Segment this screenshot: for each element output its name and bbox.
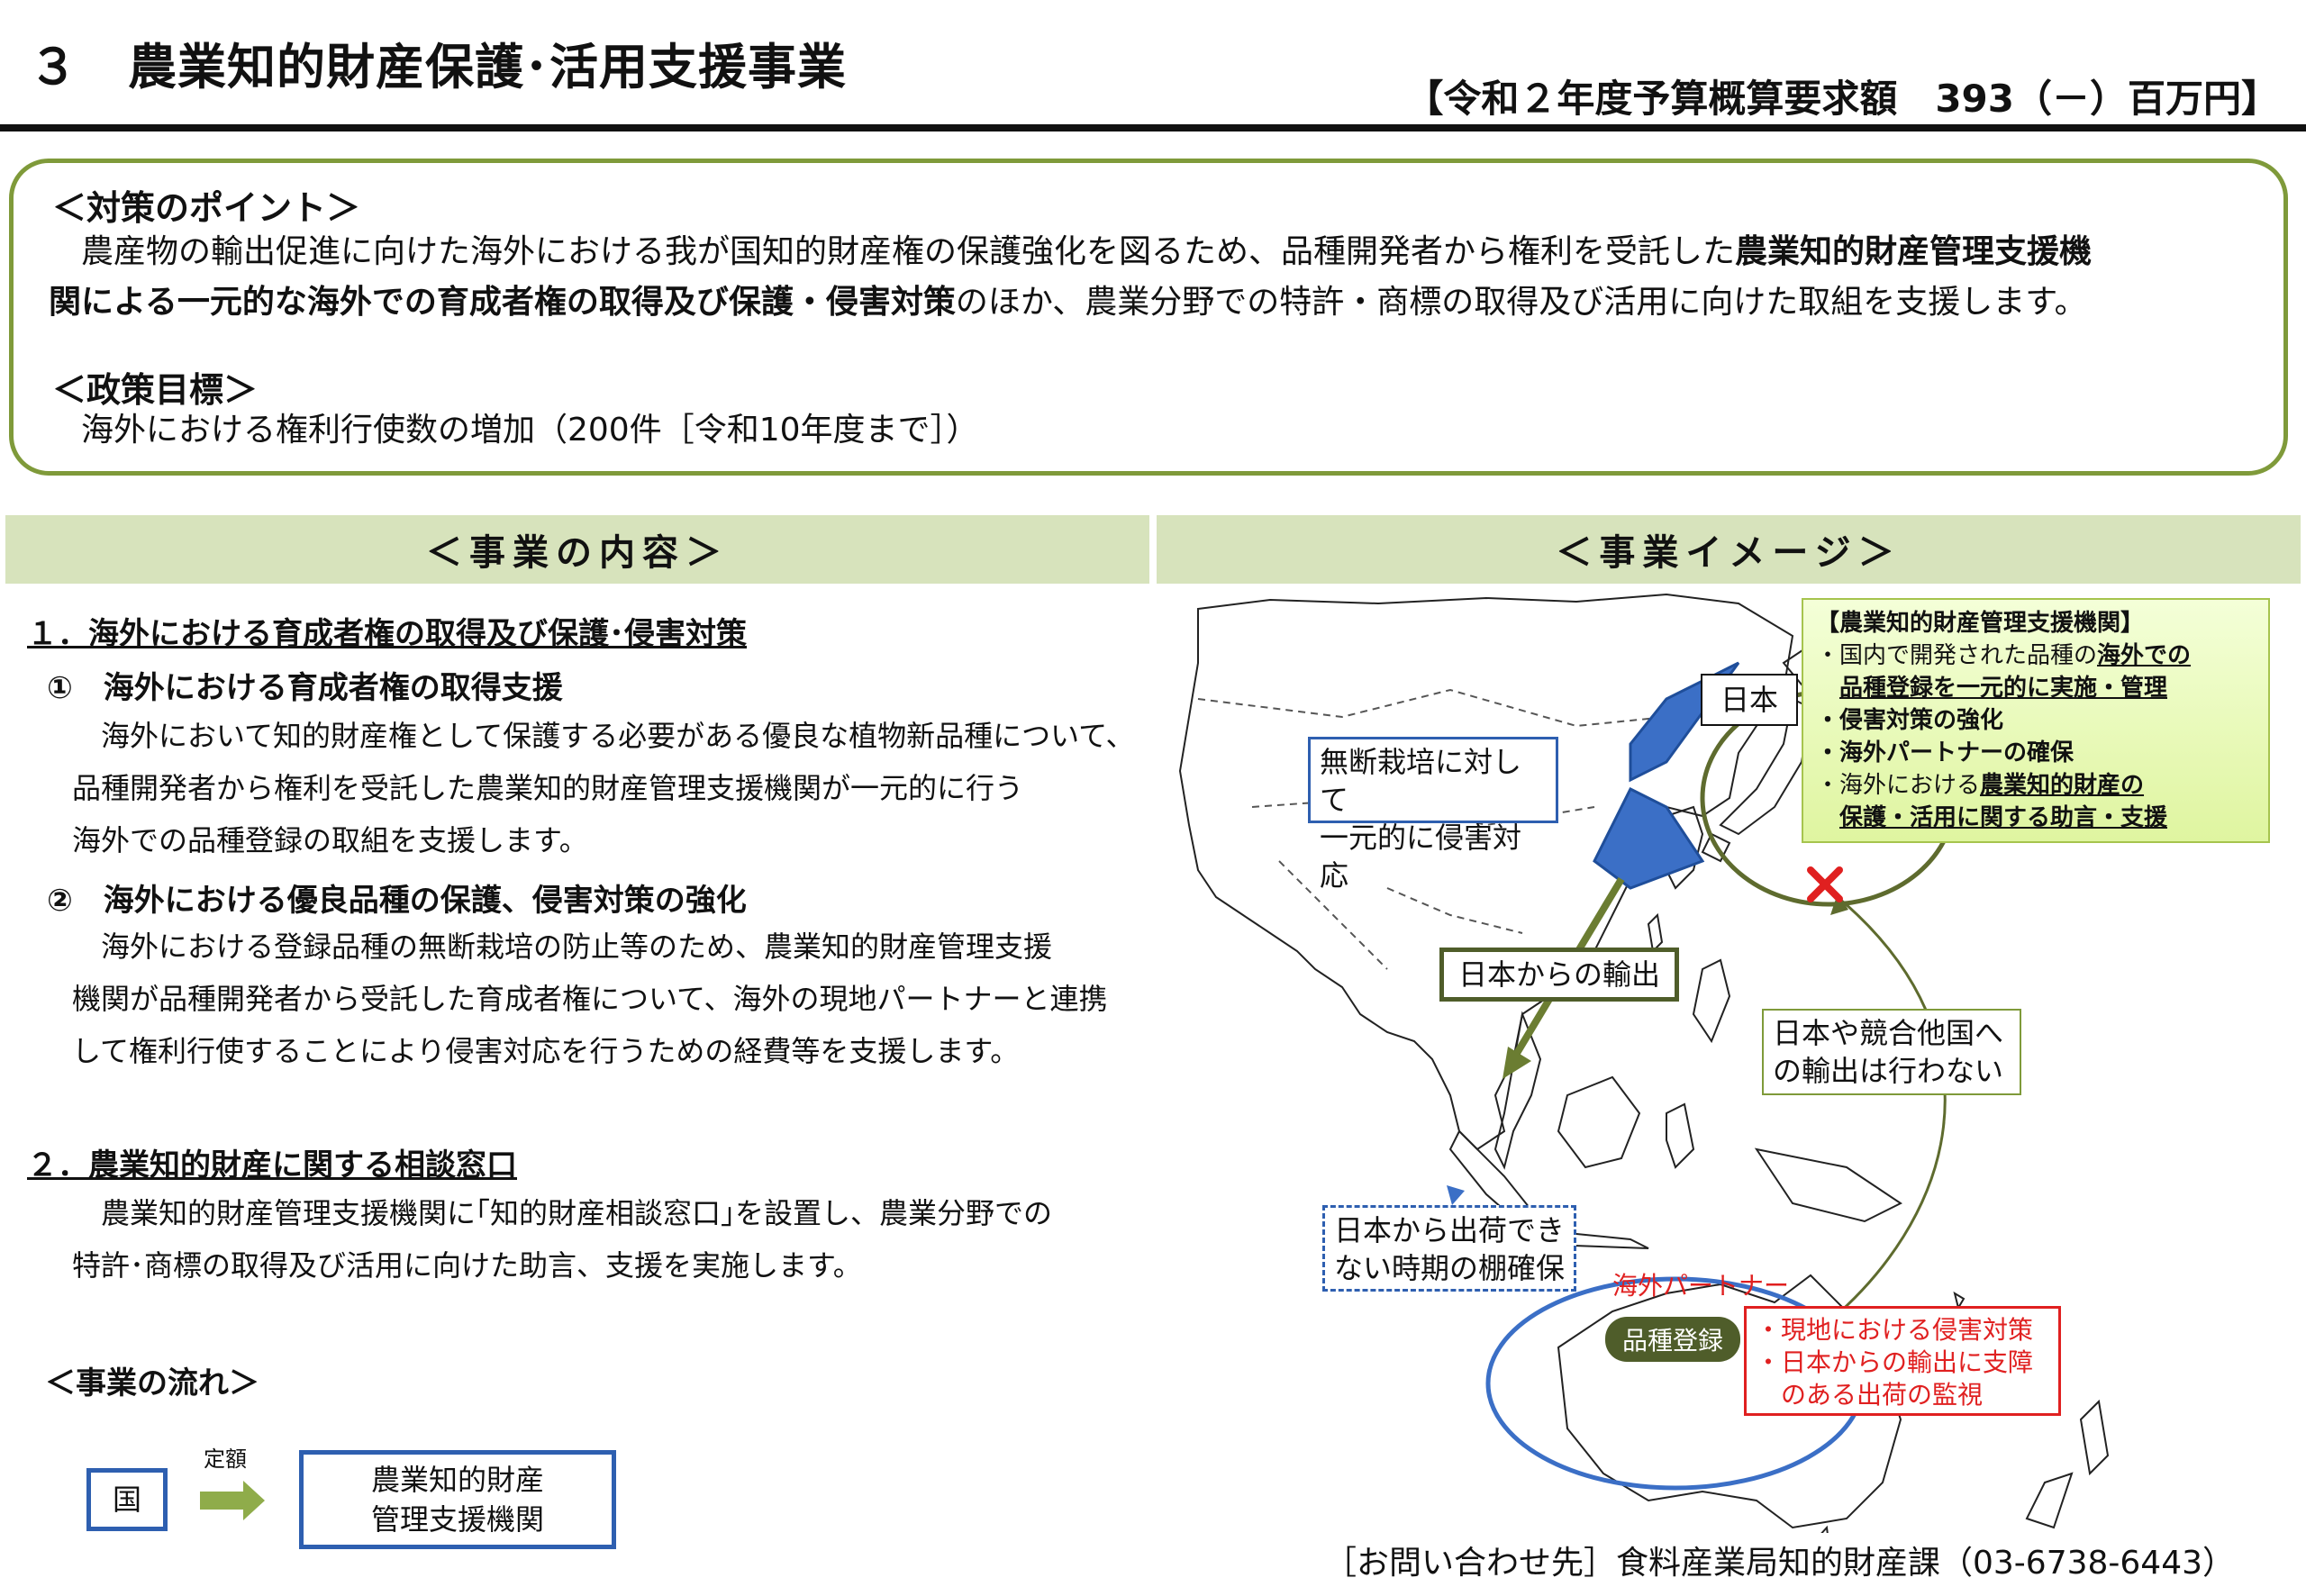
- japan-kyushu: [1701, 832, 1731, 863]
- agency-title: 【農業知的財産管理支援機関】: [1816, 610, 2145, 637]
- flow-to-box: 農業知的財産 管理支援機関: [299, 1450, 616, 1549]
- sub-1-line-2: 品種開発者から権利を受託した農業知的財産管理支援機関が一元的に行う: [72, 771, 1024, 805]
- border-dashed-1: [1197, 688, 1667, 728]
- tasmania-coastline: [1820, 1525, 1829, 1533]
- red-x-icon: [1807, 866, 1843, 902]
- unauthorized-line-2: 一元的に侵害対応: [1320, 821, 1522, 893]
- local-line-3: のある出荷の監視: [1756, 1380, 1984, 1410]
- blue-arrow-south-icon: [1593, 786, 1705, 890]
- points-line-1: 農産物の輸出促進に向けた海外における我が国知的財産権の保護強化を図るため、品種開…: [49, 225, 2092, 279]
- points-line-2-plain: のほか、農業分野での特許・商標の取得及び活用に向けた取組を支援します。: [955, 284, 2087, 321]
- content-section-header: ＜事業の内容＞: [5, 515, 1149, 584]
- borneo-coastline: [1557, 1075, 1641, 1169]
- sub-2-line-1: 海外における登録品種の無断栽培の防止等のため、農業知的財産管理支援: [72, 929, 1053, 964]
- points-heading: ＜対策のポイント＞: [52, 188, 361, 228]
- sulawesi-coastline: [1666, 1102, 1695, 1169]
- flow-from-box: 国: [86, 1468, 168, 1531]
- agency-line-2: 品種登録を一元的に実施・管理: [1839, 675, 2168, 702]
- sub-3-line-1: 農業知的財産管理支援機関に｢知的財産相談窓口｣を設置し、農業分野での: [72, 1196, 1053, 1230]
- shelf-line-1: 日本から出荷でき: [1334, 1213, 1566, 1247]
- shelf-line-2: ない時期の棚確保: [1334, 1251, 1566, 1285]
- flow-label: 定額: [204, 1446, 247, 1472]
- points-line-2: 関による一元的な海外での育成者権の取得及び保護・侵害対策のほか、農業分野での特許…: [49, 276, 2087, 330]
- budget-label: 【令和２年度予算概算要求額 393（－）百万円】: [1405, 77, 2279, 121]
- local-line-2: ・日本からの輸出に支障: [1756, 1347, 2034, 1377]
- contact-footer: ［お問い合わせ先］食料産業局知的財産課（03-6738-6443）: [1324, 1545, 2236, 1582]
- flow-to-line-1: 農業知的財産: [370, 1463, 544, 1497]
- page-title: ３ 農業知的財産保護･活用支援事業: [29, 39, 847, 95]
- agency-line-3: ・侵害対策の強化: [1816, 707, 2004, 734]
- agency-line-1-bold: 海外での: [2097, 642, 2192, 669]
- philippines-coastline: [1692, 958, 1731, 1044]
- australia-coastline: [1557, 1274, 1902, 1529]
- sub-2-line-2: 機関が品種開発者から受託した育成者権について、海外の現地パートナーと連携: [72, 982, 1108, 1016]
- no-export-callout: 日本や競合他国へ の輸出は行わない: [1762, 1009, 2021, 1095]
- sub-heading-2: ② 海外における優良品種の保護、侵害対策の強化: [47, 883, 747, 919]
- sub-3-line-2: 特許･商標の取得及び活用に向けた助言、支援を実施します。: [72, 1248, 862, 1283]
- points-line-1-plain: 農産物の輸出促進に向けた海外における我が国知的財産権の保護強化を図るため、品種開…: [49, 233, 1736, 270]
- unauthorized-line-1: 無断栽培に対して: [1320, 745, 1522, 817]
- return-curve-arrow: [1819, 895, 1947, 1331]
- return-curve-arrow-head-icon: [1830, 893, 1848, 915]
- local-line-1: ・現地における侵害対策: [1756, 1315, 2034, 1345]
- registration-badge: 品種登録: [1605, 1317, 1740, 1362]
- sub-2-line-3: して権利行使することにより侵害対応を行うための経費等を支援します。: [72, 1034, 1020, 1068]
- malay-coastline: [1493, 1011, 1542, 1170]
- flow-to-line-2: 管理支援機関: [370, 1502, 544, 1537]
- agency-line-1-plain: ・国内で開発された品種の: [1816, 642, 2098, 669]
- agency-line-4: ・海外パートナーの確保: [1816, 739, 2074, 766]
- goal-heading: ＜政策目標＞: [52, 370, 259, 410]
- agency-line-5-plain: ・海外における: [1816, 772, 1981, 799]
- new-zealand-north: [2079, 1399, 2110, 1476]
- pacific-island-1: [1953, 1291, 1966, 1310]
- no-export-line-2: の輸出は行わない: [1773, 1054, 2004, 1088]
- flow-heading: ＜事業の流れ＞: [45, 1365, 259, 1401]
- sub-heading-1: ① 海外における育成者権の取得支援: [47, 670, 563, 706]
- export-callout: 日本からの輸出: [1439, 948, 1679, 1002]
- local-measures-callout: ・現地における侵害対策 ・日本からの輸出に支障 のある出荷の監視: [1744, 1306, 2061, 1416]
- image-section-header: ＜事業イメージ＞: [1157, 515, 2301, 584]
- no-export-line-1: 日本や競合他国へ: [1773, 1016, 2004, 1050]
- unauthorized-callout: 無断栽培に対して 一元的に侵害対応: [1308, 737, 1558, 893]
- new-zealand-south: [2025, 1472, 2074, 1529]
- points-line-1-bold: 農業知的財産管理支援機: [1735, 233, 2093, 270]
- border-dashed-3: [1386, 887, 1523, 934]
- points-line-2-bold: 関による一元的な海外での育成者権の取得及び保護・侵害対策: [49, 284, 956, 321]
- japan-label: 日本: [1701, 674, 1798, 726]
- shelf-callout: 日本から出荷でき ない時期の棚確保: [1322, 1205, 1576, 1292]
- content-heading-1: １．海外における育成者権の取得及び保護･侵害対策: [27, 616, 747, 652]
- export-arrow-head-icon: [1503, 1047, 1531, 1079]
- agency-line-1: ・国内で開発された品種の海外での: [1816, 639, 2256, 672]
- agency-callout: 【農業知的財産管理支援機関】 ・国内で開発された品種の海外での 品種登録を一元的…: [1802, 598, 2270, 843]
- agency-line-5: ・海外における農業知的財産の: [1816, 769, 2256, 802]
- agency-line-5-bold: 農業知的財産の: [1980, 772, 2145, 799]
- goal-text: 海外における権利行使数の増加（200件［令和10年度まで］）: [49, 412, 979, 449]
- taiwan-coastline: [1647, 912, 1664, 954]
- agency-line-6: 保護・活用に関する助言・支援: [1839, 804, 2168, 831]
- sub-1-line-1: 海外において知的財産権として保護する必要がある優良な植物新品種について、: [72, 719, 1135, 753]
- border-dashed-4: [1278, 860, 1388, 970]
- sub-1-line-3: 海外での品種登録の取組を支援します。: [72, 823, 588, 857]
- partner-label: 海外パートナー: [1612, 1271, 1790, 1301]
- new-guinea-coastline: [1754, 1147, 1902, 1223]
- content-heading-2: ２．農業知的財産に関する相談窓口: [27, 1147, 517, 1183]
- shelf-triangle-icon: [1447, 1185, 1465, 1205]
- flow-arrow-icon: [200, 1481, 265, 1520]
- header-divider: [0, 124, 2306, 131]
- points-box: [9, 159, 2288, 476]
